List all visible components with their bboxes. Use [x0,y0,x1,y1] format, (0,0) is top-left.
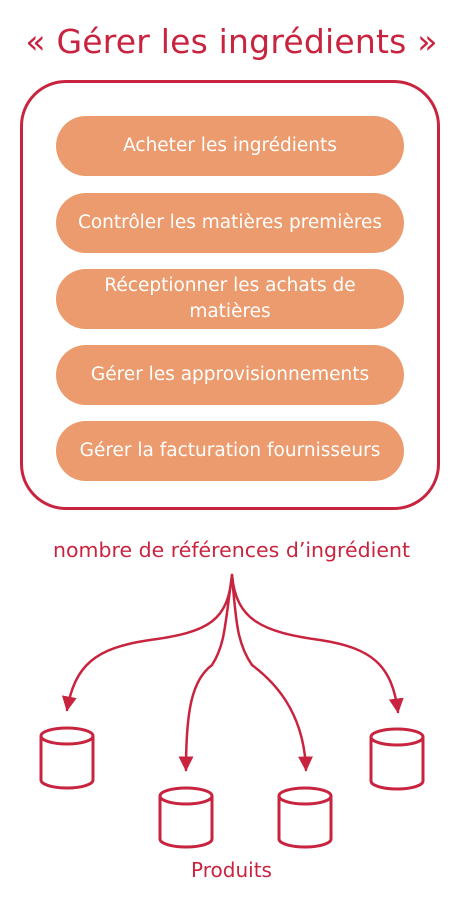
arrow-to-product-2 [178,573,234,772]
activity-receive-purchases: Réceptionner les achats de matières [56,269,404,329]
database-icon [277,786,333,849]
activity-supplier-invoicing: Gérer la facturation fournisseurs [56,421,404,481]
arrow-to-product-4 [230,573,404,714]
database-icon [158,786,214,849]
activity-control-raw-materials: Contrôler les matières premières [56,193,404,253]
arrow-to-product-1 [61,573,234,712]
database-icon [39,726,95,790]
database-icon [369,727,425,791]
process-frame [20,80,440,510]
products-label: Produits [191,858,272,882]
activity-manage-supplies: Gérer les approvisionnements [56,345,404,405]
activity-buy-ingredients: Acheter les ingrédients [56,116,404,176]
diagram-title: « Gérer les ingrédients » [25,22,438,61]
arrow-to-product-3 [230,573,314,772]
link-label: nombre de références d’ingrédient [52,538,411,562]
